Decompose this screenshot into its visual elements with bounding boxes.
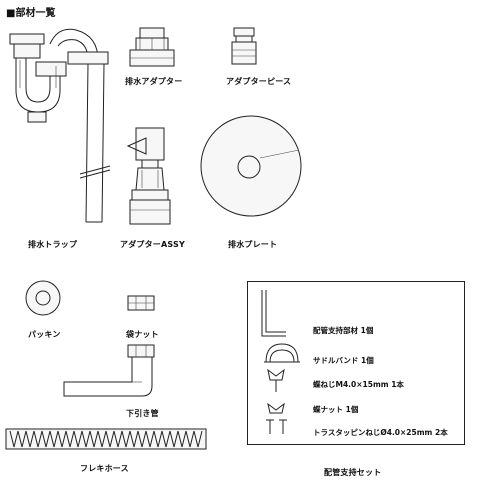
page-title: ■部材一覧 bbox=[6, 8, 56, 19]
label-flexible-hose: フレキホース bbox=[80, 464, 129, 473]
bag-nut-drawing bbox=[127, 295, 155, 311]
drain-plate-drawing bbox=[200, 115, 302, 217]
kit-item-wing-screw: 蝶ねじM4.0×15mm 1本 bbox=[313, 380, 404, 389]
kit-item-support-member: 配管支持部材 1個 bbox=[313, 326, 374, 335]
label-bag-nut: 袋ナット bbox=[126, 330, 159, 339]
wing-screw-drawing bbox=[267, 368, 285, 392]
drain-adapter-drawing bbox=[129, 27, 175, 67]
down-pipe-drawing bbox=[63, 344, 155, 397]
kit-item-saddle-band: サドルバンド 1個 bbox=[313, 356, 374, 365]
pipe-support-kit-box bbox=[247, 281, 465, 445]
tapping-screws-drawing bbox=[266, 419, 287, 434]
wing-nut-drawing bbox=[267, 402, 285, 414]
label-drain-adapter: 排水アダプター bbox=[125, 77, 183, 86]
packing-drawing bbox=[25, 280, 61, 316]
label-adapter-piece: アダプターピース bbox=[226, 77, 292, 86]
label-down-pipe: 下引き管 bbox=[126, 409, 159, 418]
saddle-band-drawing bbox=[264, 343, 300, 363]
label-drain-plate: 排水プレート bbox=[228, 240, 278, 249]
kit-item-wing-nut: 蝶ナット 1個 bbox=[313, 405, 359, 414]
flexible-hose-drawing bbox=[5, 428, 207, 450]
label-drain-trap: 排水トラップ bbox=[28, 240, 78, 249]
adapter-assy-drawing bbox=[126, 127, 171, 225]
label-pipe-support-kit: 配管支持セット bbox=[324, 468, 382, 477]
adapter-piece-drawing bbox=[231, 27, 257, 65]
label-packing: パッキン bbox=[28, 330, 61, 339]
drain-trap-drawing bbox=[9, 28, 111, 223]
kit-item-tapping-screw: トラスタッピンねじØ4.0×25mm 2本 bbox=[313, 428, 448, 437]
label-adapter-assy: アダプターASSY bbox=[120, 240, 185, 249]
support-member-drawing bbox=[261, 290, 286, 337]
